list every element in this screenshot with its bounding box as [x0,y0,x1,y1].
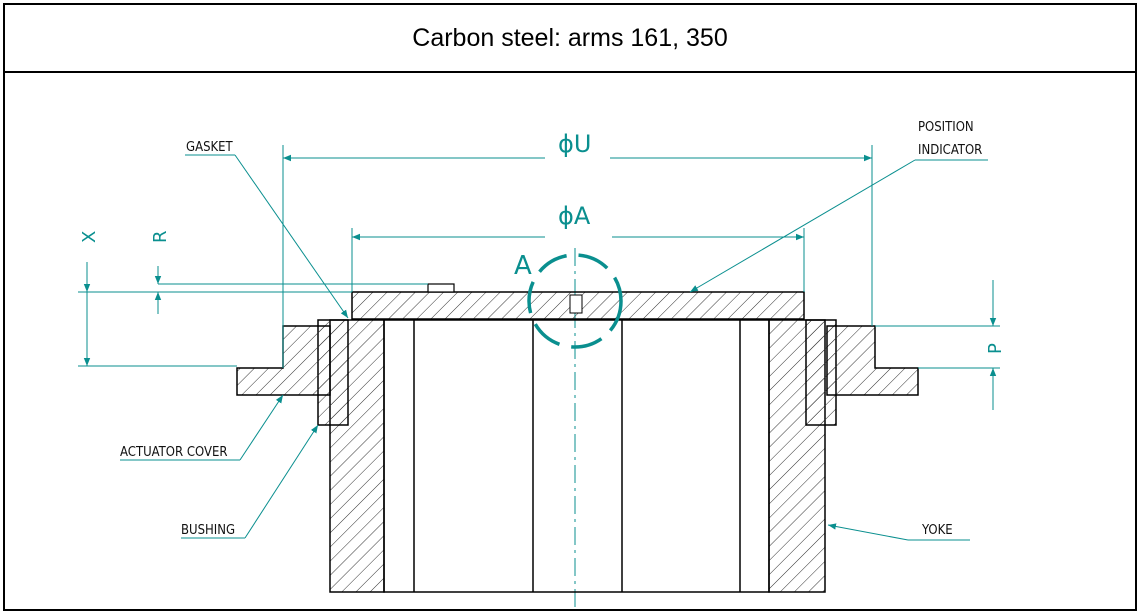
position-indicator-label-line2: INDICATOR [918,143,982,158]
bushing-leader [181,424,319,539]
drawing-title: Carbon steel: arms 161, 350 [5,5,1135,73]
dimension-r [154,266,428,314]
detail-label: A [514,251,532,281]
actuator-cover-label: ACTUATOR COVER [120,445,227,460]
yoke-leader [827,523,970,541]
bushing-label: BUSHING [181,523,235,538]
actuator-cover-leader [120,394,284,461]
dimension-p [875,280,1000,410]
gasket-leader [185,154,349,319]
position-indicator [351,283,805,320]
dimension-x-label: X [79,231,100,243]
dimension-u-label: ϕU [558,130,591,158]
dimension-a-label: ϕA [558,202,591,230]
dimension-x [78,262,352,367]
yoke-label: YOKE [921,523,953,538]
detail-circle [527,253,623,349]
gasket-label: GASKET [186,140,234,155]
bushing [317,319,837,426]
dimension-a [351,228,805,292]
dimension-r-label: R [150,230,171,243]
position-indicator-leader [689,159,988,293]
dimension-u [282,145,873,368]
yoke [329,319,826,593]
position-indicator-label-line1: POSITION [918,120,974,135]
dimension-p-label: P [985,343,1006,354]
